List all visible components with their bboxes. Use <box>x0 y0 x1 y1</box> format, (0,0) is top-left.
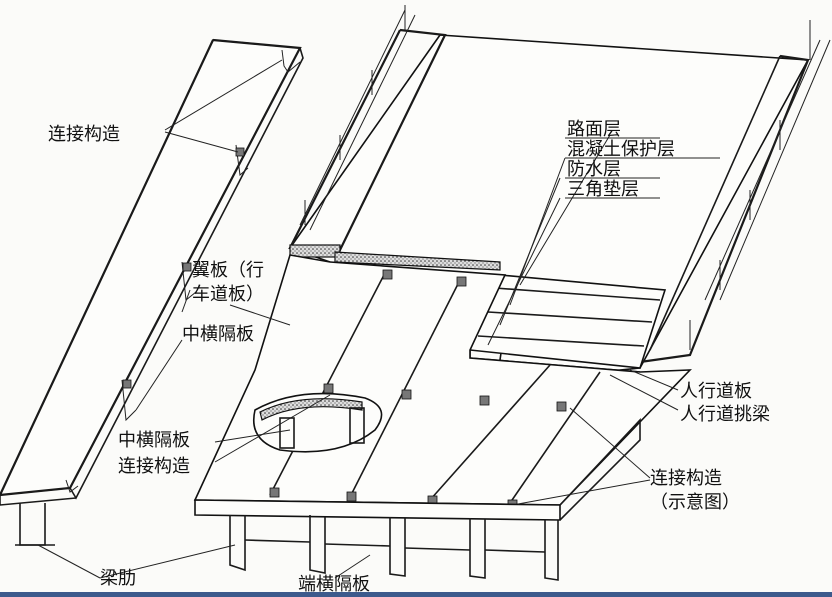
label-waterproof: 防水层 <box>567 159 621 180</box>
main-deck <box>193 5 831 581</box>
label-connection-top: 连接构造 <box>48 124 120 145</box>
bottom-bar <box>0 592 832 597</box>
label-mid-diaphragm: 中横隔板 <box>182 324 254 345</box>
label-connection-right-2: （示意图） <box>650 492 740 513</box>
label-rib: 梁肋 <box>100 568 136 589</box>
left-girder <box>0 38 304 546</box>
label-mid-diaphragm-2: 中横隔板 <box>118 430 190 451</box>
label-pavement: 路面层 <box>567 119 621 140</box>
label-flange-line2: 车道板） <box>192 284 264 305</box>
label-sidewalk-beam: 人行道挑梁 <box>680 404 770 425</box>
label-connection-right-1: 连接构造 <box>650 468 722 489</box>
label-flange-line1: 翼板（行 <box>192 260 264 281</box>
label-end-diaphragm: 端横隔板 <box>298 574 370 595</box>
leader-lines <box>37 59 720 579</box>
label-triangle-cushion: 三角垫层 <box>567 179 639 200</box>
label-connection-mid: 连接构造 <box>118 456 190 477</box>
label-concrete-protect: 混凝土保护层 <box>567 139 675 160</box>
label-sidewalk-slab: 人行道板 <box>680 381 752 402</box>
